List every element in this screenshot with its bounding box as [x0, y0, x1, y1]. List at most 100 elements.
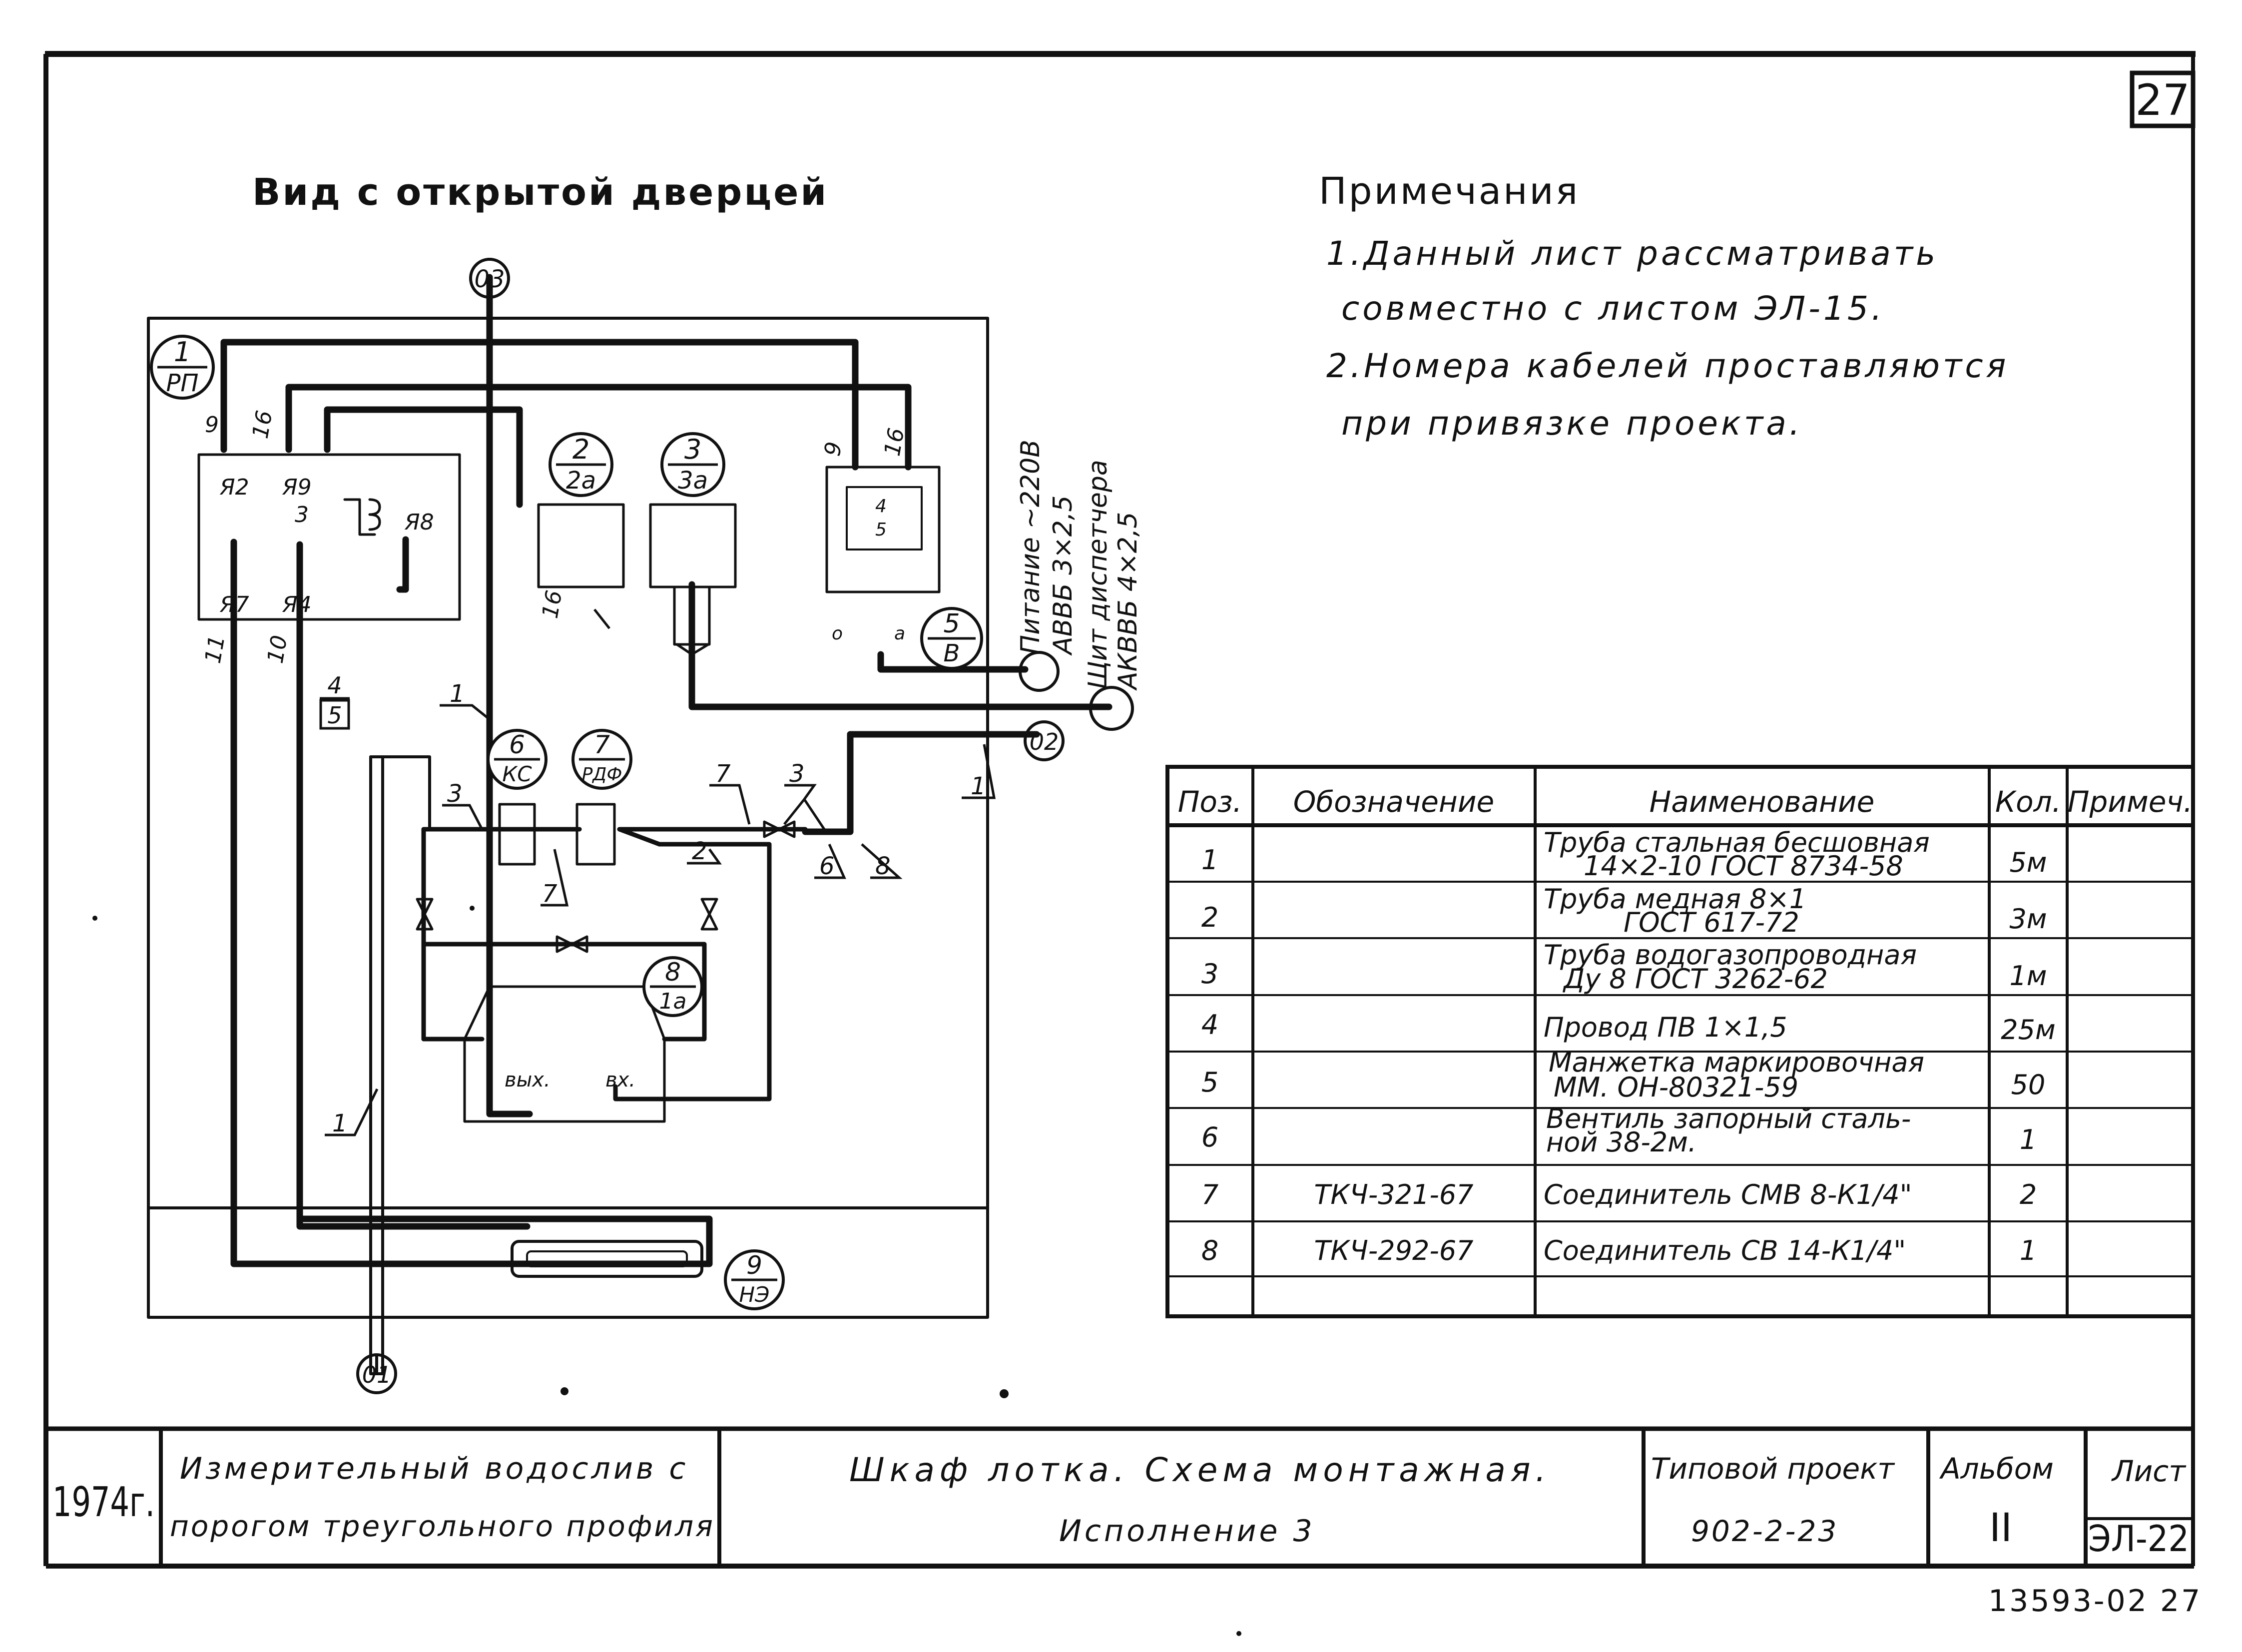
row-qty: 3м: [2009, 903, 2047, 935]
note-line-2: совместно с листом ЭЛ-15.: [1341, 289, 1885, 328]
spec-table: Поз. Обозначение Наименование Кол. Приме…: [1165, 765, 2195, 1318]
title-year: 1974г.: [52, 1479, 155, 1526]
sheet-number-box: 27: [2130, 70, 2196, 128]
table-row: 8 ТКЧ-292-67 Соединитель СВ 14-К1/4" 1: [1201, 1235, 2037, 1266]
contact-mark: 4: [875, 496, 887, 517]
header-designation: Обозначение: [1293, 785, 1494, 819]
row-name-line: Соединитель СМВ 8-К1/4": [1544, 1179, 1912, 1210]
contact-mark: 9: [820, 440, 847, 458]
cabinet-outline: [147, 317, 989, 1319]
mounting-diagram: [147, 258, 1134, 1394]
contact-mark: 3: [295, 502, 309, 528]
table-row: 4 Провод ПВ 1×1,5 25м: [1201, 1009, 2056, 1046]
row-pos: 8: [1201, 1235, 1218, 1266]
diagram-node-labels: 03 02 01: [362, 265, 1059, 1388]
cable-gland-power: [1019, 651, 1060, 692]
pipe-mark: 3: [447, 780, 463, 808]
row-name-line: Вентиль запорный сталь-: [1546, 1103, 1911, 1134]
cable-label-power-type: АВВБ 3×2,5: [1048, 496, 1078, 656]
device-7-box: [575, 803, 616, 866]
title-album-label: Альбом: [1939, 1452, 2054, 1486]
pipe-mark: 6: [819, 852, 835, 880]
row-name-line: 14×2-10 ГОСТ 8734-58: [1584, 850, 1903, 882]
small-box-label: 4 5: [319, 672, 350, 730]
tank-out-label: вых.: [505, 1069, 551, 1092]
cable-label-dispatcher: Щит диспетчера: [1083, 460, 1113, 689]
small-box-code: 5: [327, 702, 342, 729]
row-qty: 2: [2020, 1179, 2037, 1210]
callout-6-num: 6: [509, 730, 525, 759]
title-object-line-2: порогом треугольного профиля: [170, 1509, 715, 1543]
callout-3-code: 3а: [678, 467, 708, 495]
row-name-line: Соединитель СВ 14-К1/4": [1544, 1235, 1906, 1266]
pipe-mark: 7: [542, 880, 558, 908]
callout-2: 2 2а: [549, 432, 613, 497]
table-row: 7 ТКЧ-321-67 Соединитель СМВ 8-К1/4" 2: [1201, 1179, 2037, 1210]
contact-marks: 9 16 Я2 Я9 Я7 Я4 3 Я8 11 10 16 9 16 4 5 …: [200, 409, 910, 665]
row-qty: 1: [2020, 1124, 2037, 1155]
cable-gland-dispatcher: [1089, 686, 1134, 731]
callout-5-code: В: [944, 639, 960, 667]
contact-mark: 16: [538, 588, 567, 620]
table-row: 2 Труба медная 8×1 ГОСТ 617-72 3м: [1201, 883, 2047, 938]
callout-6: 6 КС: [487, 729, 548, 790]
valves: [416, 820, 796, 953]
leader-lines: [325, 608, 996, 1136]
row-qty: 1м: [2009, 960, 2047, 992]
title-album-value: II: [1989, 1506, 2012, 1551]
row-qty: 50: [2011, 1069, 2046, 1101]
scan-specks: [92, 906, 1241, 1636]
heater-element: [511, 1240, 703, 1278]
row-qty: 25м: [2001, 1014, 2055, 1046]
table-row: 3 Труба водогазопроводная Ду 8 ГОСТ 3262…: [1201, 939, 2047, 995]
callout-1-num: 1: [174, 336, 191, 368]
callout-9-num: 9: [746, 1251, 762, 1280]
notes-block: Примечания 1.Данный лист рассматривать с…: [1319, 170, 2009, 443]
callout-7: 7 РДФ: [571, 729, 632, 790]
row-name-line: ГОСТ 617-72: [1624, 907, 1799, 938]
spec-header-row: Поз. Обозначение Наименование Кол. Приме…: [1178, 785, 2193, 819]
title-sheet-label: Лист: [2111, 1454, 2187, 1488]
contact-mark: Я8: [404, 510, 434, 535]
row-designation: ТКЧ-321-67: [1314, 1179, 1473, 1210]
pipe-marks: 1 3 7 7 3 2 6 8 1 1: [332, 680, 986, 1137]
title-project-label: Типовой проект: [1651, 1452, 1895, 1486]
row-pos: 2: [1201, 902, 1218, 933]
title-project-number: 902-2-23: [1691, 1514, 1838, 1548]
header-pos: Поз.: [1178, 785, 1242, 819]
contact-mark: Я9: [282, 475, 312, 500]
piping: [421, 827, 808, 1101]
contact-mark: Я2: [219, 475, 249, 500]
callout-2-code: 2а: [566, 467, 596, 495]
contact-mark: 9: [205, 412, 219, 438]
table-row: 1 Труба стальная бесшовная 14×2-10 ГОСТ …: [1201, 827, 2047, 882]
row-name-line: ной 38-2м.: [1546, 1126, 1696, 1158]
callout-8-code: 1а: [659, 989, 687, 1014]
callout-9-code: НЭ: [739, 1282, 770, 1307]
callout-6-code: КС: [502, 762, 532, 786]
row-pos: 7: [1201, 1179, 1218, 1210]
pipe-mark: 2: [692, 837, 707, 865]
note-line-4: при привязке проекта.: [1341, 404, 1803, 443]
node-o2: 02: [1030, 728, 1059, 755]
pipe-mark: 3: [789, 760, 805, 788]
relay-panel: [197, 453, 461, 621]
cable-label-dispatcher-type: АКВВБ 4×2,5: [1113, 512, 1143, 691]
note-line-3: 2.Номера кабелей проставляются: [1326, 347, 2009, 385]
node-o1-circle: [356, 1353, 397, 1394]
row-name-line: Ду 8 ГОСТ 3262-62: [1563, 963, 1828, 995]
node-o2-circle: [1024, 720, 1065, 761]
callout-3-num: 3: [684, 434, 701, 465]
tank-in-label: вх.: [605, 1069, 635, 1092]
device-6-box: [498, 803, 536, 866]
row-pos: 1: [1201, 844, 1218, 876]
callout-3: 3 3а: [660, 432, 725, 497]
header-name: Наименование: [1650, 785, 1875, 819]
callout-1-code: РП: [166, 369, 198, 397]
contact-mark: 16: [880, 426, 910, 458]
small-box-num: 4: [327, 672, 342, 699]
row-pos: 3: [1201, 958, 1218, 990]
contact-mark: Я4: [282, 592, 312, 617]
row-pos: 5: [1201, 1067, 1218, 1098]
